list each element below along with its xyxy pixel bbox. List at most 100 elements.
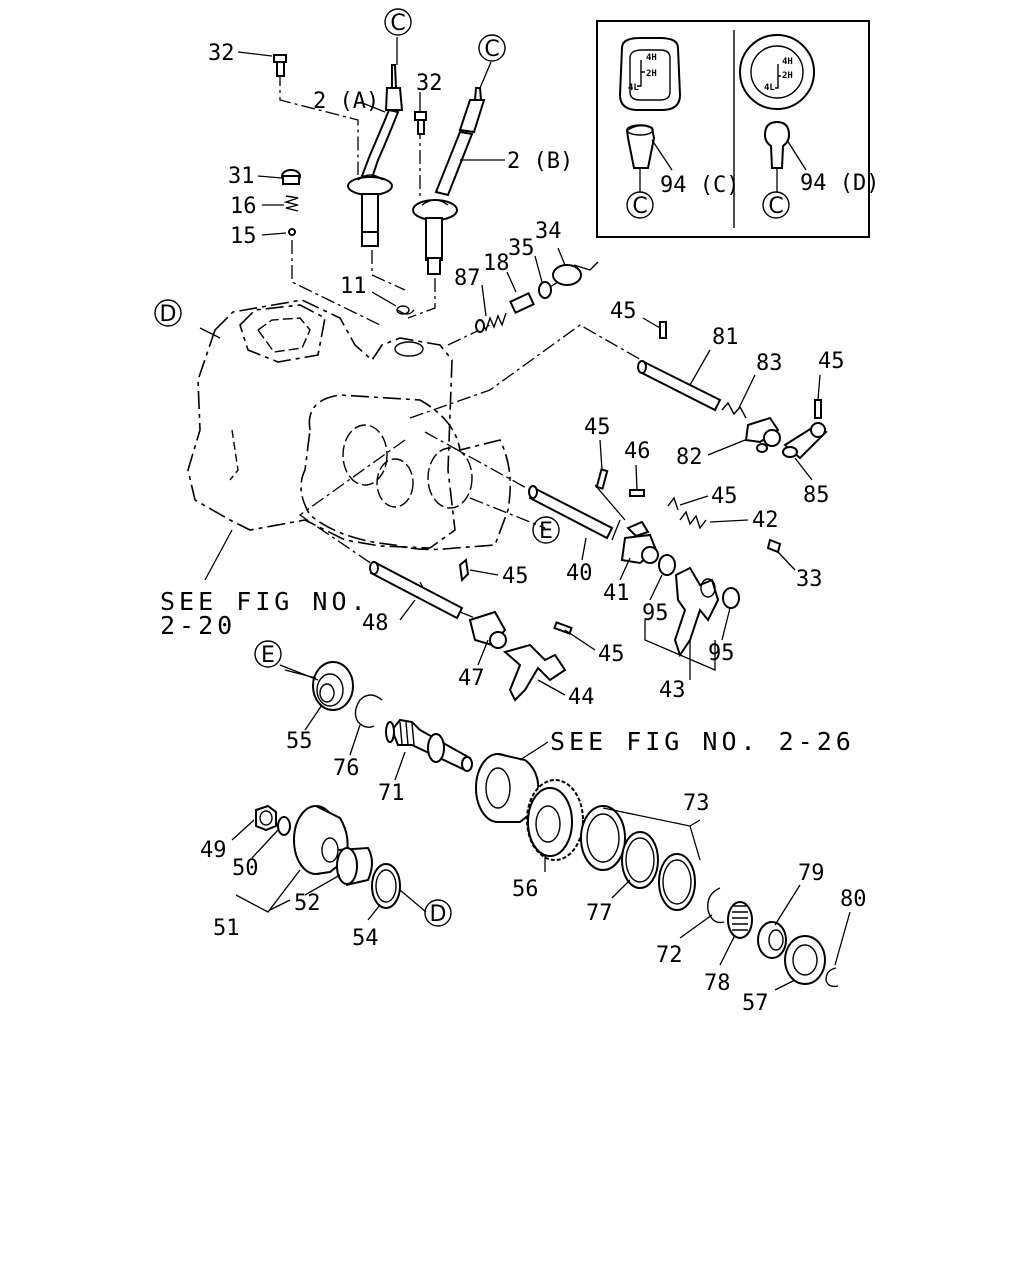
label-94d: 94 (D) <box>800 171 879 196</box>
knob-c-side-view <box>625 124 673 192</box>
small-fasteners-top <box>273 54 427 315</box>
knob-d-4h-text: 4H <box>782 57 793 67</box>
knob-c-2h-text: 2H <box>646 69 657 79</box>
label-83: 83 <box>756 351 783 376</box>
rear-bearings <box>727 901 839 988</box>
shift-rail-40-assembly <box>528 468 782 658</box>
label-35: 35 <box>508 236 535 261</box>
label-81: 81 <box>712 325 739 350</box>
bearing-55 <box>312 661 354 711</box>
label-45-a: 45 <box>610 299 637 324</box>
leader-lines <box>279 72 651 621</box>
output-flange-assembly <box>255 804 401 909</box>
shim-rings <box>580 805 725 924</box>
label-leaders <box>199 37 851 991</box>
label-48: 48 <box>362 611 389 636</box>
label-2b: 2 (B) <box>507 149 573 174</box>
knob-d-2h-text: 2H <box>782 71 793 81</box>
label-32-left: 32 <box>208 41 235 66</box>
callout-d-seal: D <box>424 899 452 927</box>
callout-c-knob-c: C <box>626 191 654 219</box>
shift-lever-b <box>412 87 486 275</box>
gear-56 <box>526 779 584 861</box>
label-52: 52 <box>294 891 321 916</box>
label-45-d: 45 <box>711 484 738 509</box>
part-labels: 32 2 (A) 32 2 (B) 31 16 15 11 87 18 35 3… <box>200 41 879 1016</box>
knob-c-4h-text: 4H <box>646 53 657 63</box>
label-54: 54 <box>352 926 379 951</box>
callout-c-knob-d: C <box>762 191 790 219</box>
label-45-e: 45 <box>502 564 529 589</box>
label-73: 73 <box>683 791 710 816</box>
label-15: 15 <box>230 224 257 249</box>
see-fig-2-20-line1: SEE FIG NO. <box>160 587 370 616</box>
callout-e-bearing: E <box>254 640 282 668</box>
label-51: 51 <box>213 916 240 941</box>
knob-c-top-view: 4H 2H 4L <box>618 37 682 111</box>
label-85: 85 <box>803 483 830 508</box>
transfer-case-housing <box>187 299 512 551</box>
label-72: 72 <box>656 943 683 968</box>
label-44: 44 <box>568 685 595 710</box>
label-31: 31 <box>228 164 255 189</box>
label-40: 40 <box>566 561 593 586</box>
see-fig-2-26: SEE FIG NO. 2-26 <box>550 727 855 756</box>
label-41: 41 <box>603 581 630 606</box>
label-34: 34 <box>535 219 562 244</box>
label-33: 33 <box>796 567 823 592</box>
callout-d-seal-text: D <box>430 902 447 927</box>
label-87: 87 <box>454 266 481 291</box>
knob-c-4l-text: 4L <box>628 83 639 93</box>
label-42: 42 <box>752 508 779 533</box>
callout-d-housing: D <box>154 299 182 327</box>
label-56: 56 <box>512 877 539 902</box>
label-45-b: 45 <box>818 349 845 374</box>
callout-c-knob-d-text: C <box>768 194 783 219</box>
label-16: 16 <box>230 194 257 219</box>
label-45-f: 45 <box>598 642 625 667</box>
label-2a: 2 (A) <box>313 89 379 114</box>
knob-d-4l-text: 4L <box>764 83 775 93</box>
knob-inset: 4H 2H 4L 4H 2H 4L <box>596 20 870 238</box>
detent-assembly <box>475 261 599 333</box>
label-95-right: 95 <box>708 641 735 666</box>
label-78: 78 <box>704 971 731 996</box>
label-71: 71 <box>378 781 405 806</box>
label-18: 18 <box>483 251 510 276</box>
callout-c-top-left-text: C <box>390 11 405 36</box>
shift-rail-81-assembly <box>637 321 828 460</box>
label-79: 79 <box>798 861 825 886</box>
label-45-c: 45 <box>584 415 611 440</box>
label-43: 43 <box>659 678 686 703</box>
input-shaft-71 <box>385 718 473 772</box>
label-46: 46 <box>624 439 651 464</box>
sprocket <box>475 753 540 823</box>
label-76: 76 <box>333 756 360 781</box>
callout-e-rail: E <box>532 516 560 544</box>
label-57: 57 <box>742 991 769 1016</box>
shift-rail-48-assembly <box>369 558 573 702</box>
label-77: 77 <box>586 901 613 926</box>
label-50: 50 <box>232 856 259 881</box>
snap-ring-76 <box>354 694 383 729</box>
label-82: 82 <box>676 445 703 470</box>
label-94c: 94 (C) <box>660 173 739 198</box>
callout-e-bearing-text: E <box>261 643 275 668</box>
see-fig-2-20-line2: 2-20 <box>160 611 236 640</box>
label-55: 55 <box>286 729 313 754</box>
label-32-mid: 32 <box>416 71 443 96</box>
callout-d-housing-text: D <box>160 302 177 327</box>
shift-lever-a <box>347 64 404 247</box>
figure-references: SEE FIG NO. 2-20 SEE FIG NO. 2-26 <box>160 587 855 756</box>
callout-c-top-right-text: C <box>484 37 499 62</box>
label-11: 11 <box>340 274 367 299</box>
callout-c-knob-c-text: C <box>632 194 647 219</box>
callout-c-top-left: C <box>384 8 412 36</box>
label-95-left: 95 <box>642 601 669 626</box>
knob-d-top-view: 4H 2H 4L <box>739 34 815 110</box>
label-47: 47 <box>458 666 485 691</box>
callout-c-top-right: C <box>478 34 506 62</box>
label-49: 49 <box>200 838 227 863</box>
knob-d-side-view <box>763 120 807 192</box>
